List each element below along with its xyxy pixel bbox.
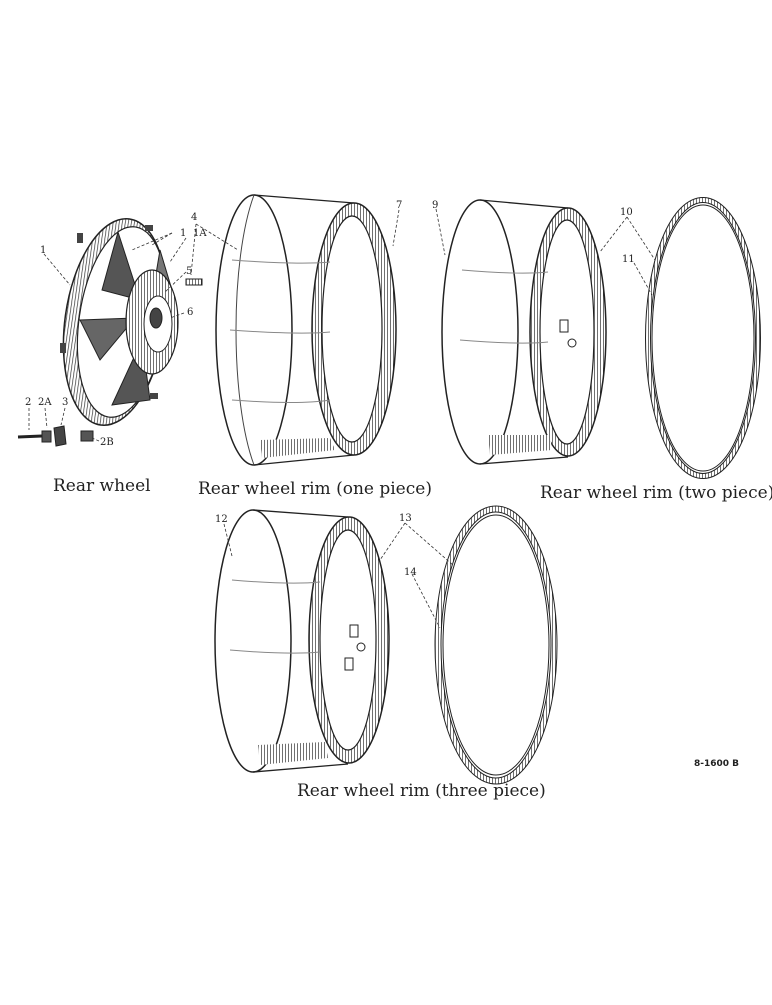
callout-7: 7 (396, 200, 402, 211)
rim-one-piece-drawing (215, 194, 397, 466)
callout-2b: 2B (100, 437, 114, 448)
leader-lines (28, 208, 656, 629)
callout-11: 11 (622, 254, 635, 265)
callout-13: 13 (399, 513, 412, 524)
caption-rear-wheel: Rear wheel (53, 476, 151, 496)
callout-1a: 1A (193, 228, 207, 239)
callout-14: 14 (404, 567, 417, 578)
callout-9: 9 (432, 200, 438, 211)
callout-1: 1 (40, 245, 46, 256)
three-piece-ring-drawing (434, 505, 558, 785)
caption-rim-three-piece: Rear wheel rim (three piece) (297, 781, 546, 801)
callout-6: 6 (187, 307, 193, 318)
caption-rim-one-piece: Rear wheel rim (one piece) (198, 479, 432, 499)
rear-wheel-drawing (17, 218, 203, 447)
caption-rim-two-piece: Rear wheel rim (two piece) (540, 483, 772, 503)
rim-three-piece-drawing (214, 509, 390, 773)
callout-1-second: 1 (180, 228, 186, 239)
drawing-reference-code: 8-1600 B (694, 759, 739, 769)
callout-2: 2 (25, 397, 31, 408)
rim-two-piece-drawing (441, 199, 607, 465)
callout-2a: 2A (38, 397, 52, 408)
callout-12: 12 (215, 514, 228, 525)
callout-5: 5 (186, 266, 192, 277)
callout-4: 4 (191, 212, 197, 223)
callout-3: 3 (62, 397, 68, 408)
callout-labels: 1 1 1A 4 5 6 2 2A 3 2B 7 9 10 11 12 13 1… (25, 200, 635, 578)
two-piece-ring-drawing (645, 197, 761, 479)
callout-10: 10 (620, 207, 633, 218)
